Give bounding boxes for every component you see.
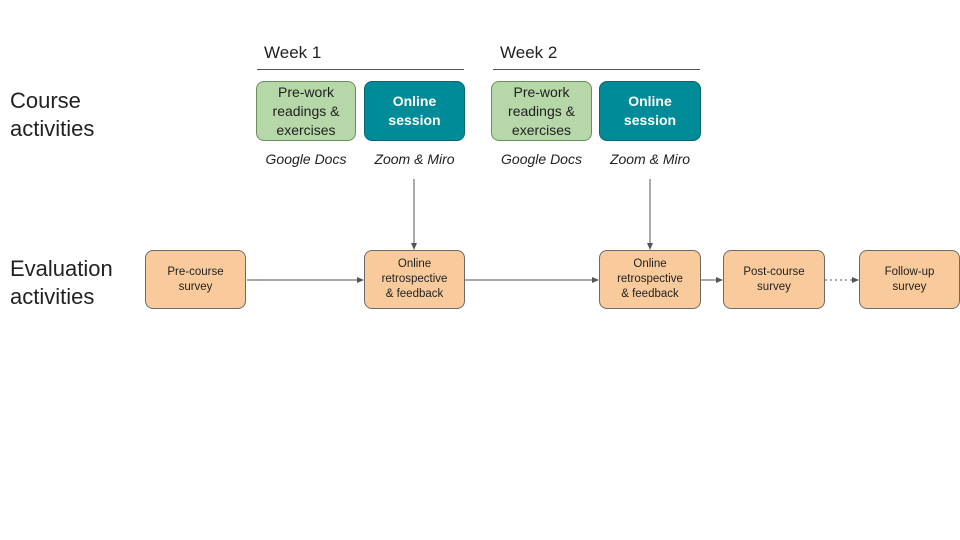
evaluation-activities-label: Evaluation activities — [10, 256, 113, 309]
follow-up-survey-box: Follow-up survey — [859, 250, 960, 309]
week-1-divider — [257, 69, 464, 70]
week-2-prework-box: Pre-work readings & exercises — [491, 81, 592, 141]
week-1-prework-tool: Google Docs — [265, 151, 347, 167]
week-1-session-box: Online session — [364, 81, 465, 141]
week-2-title: Week 2 — [500, 43, 558, 62]
post-course-survey-box: Post-course survey — [723, 250, 825, 309]
course-activities-label: Course activities — [10, 88, 95, 141]
week-2-session-tool: Zoom & Miro — [609, 151, 691, 167]
pre-course-survey-box: Pre-course survey — [145, 250, 246, 309]
retrospective-2-box: Online retrospective & feedback — [599, 250, 701, 309]
week-1-title: Week 1 — [264, 43, 322, 62]
retrospective-1-box: Online retrospective & feedback — [364, 250, 465, 309]
week-1-prework-box: Pre-work readings & exercises — [256, 81, 356, 141]
week-2-prework-tool: Google Docs — [501, 151, 582, 167]
week-1-session-tool: Zoom & Miro — [374, 151, 455, 167]
week-2-divider — [493, 69, 700, 70]
week-2-session-box: Online session — [599, 81, 701, 141]
